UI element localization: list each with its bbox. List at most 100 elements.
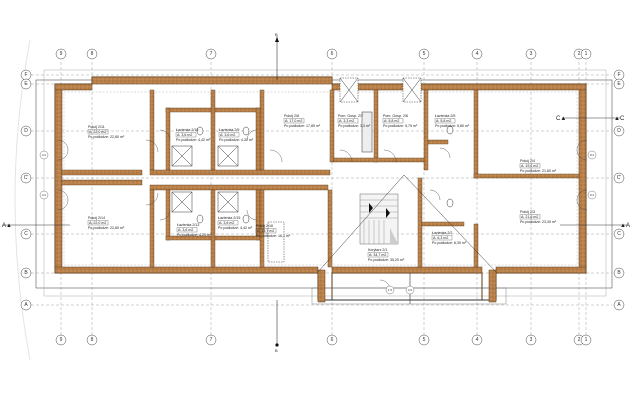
section-a-left: A▲ [2,223,12,229]
grid-bubble-row-C': C' [613,172,625,184]
svg-text:Pom. Gosp. 2/7: Pom. Gosp. 2/7 [338,114,363,118]
section-c-right: ▲C [614,116,625,122]
svg-text:F: F [617,72,620,78]
svg-text:6: 6 [331,337,334,343]
svg-text:Łazienka 2/2: Łazienka 2/2 [432,231,452,235]
svg-text:A: A [24,302,28,308]
grid-bubble-row-E: E [613,78,625,90]
svg-text:A: 5,8 m2: A: 5,8 m2 [384,119,399,123]
grid-bubble-row-A: A [20,299,32,311]
grid-bubble-row-D: D [20,125,32,137]
svg-text:Łazienka 2/10: Łazienka 2/10 [176,128,198,132]
svg-text:B: B [24,270,28,276]
grid-bubble-row-E: E [20,78,32,90]
svg-text:Po podłodze: 5,79 m²: Po podłodze: 5,79 m² [383,124,418,128]
grid-bubble-col-1: 1 [580,334,592,346]
svg-text:9: 9 [60,337,63,343]
grid-bubble-col-4: 4 [471,48,483,60]
svg-text:E: E [24,81,28,87]
svg-text:A: A [617,302,621,308]
svg-text:3: 3 [530,337,533,343]
svg-text:A: 3,6 m2: A: 3,6 m2 [178,228,193,232]
svg-text:Korytarz 2/1: Korytarz 2/1 [368,248,387,252]
exterior-walls [54,76,587,305]
svg-text:Pokój 2/4: Pokój 2/4 [520,159,535,163]
window-tag: 4.5 [405,285,415,295]
grid-bubble-row-C: C [20,228,32,240]
svg-text:Łazienka 2/9: Łazienka 2/9 [219,128,239,132]
svg-text:A: 6,3 m2: A: 6,3 m2 [433,236,448,240]
svg-text:A: 3,6 m2: A: 3,6 m2 [220,133,235,137]
svg-text:1: 1 [585,337,588,343]
svg-text:D: D [617,128,621,134]
svg-text:Pokój 2/16: Pokój 2/16 [256,224,273,228]
svg-text:Łazienka 2/15: Łazienka 2/15 [218,216,240,220]
svg-text:Pokój 2/11: Pokój 2/11 [88,125,105,129]
svg-text:A: 19,6 m2: A: 19,6 m2 [521,164,538,168]
grid-bubble-row-C': C' [20,172,32,184]
interior-walls [61,89,580,268]
svg-text:6: 6 [331,51,334,57]
svg-text:9: 9 [60,51,63,57]
svg-text:O1: O1 [42,153,46,157]
window-tag: O1 [587,190,597,200]
svg-text:Po podłodze: 17,89 m²: Po podłodze: 17,89 m² [284,124,321,128]
svg-text:Po podłodze: 22,80 m²: Po podłodze: 22,80 m² [88,135,125,139]
grid-bubble-col-4: 4 [471,334,483,346]
svg-text:Po podłodze: 21,60 m²: Po podłodze: 21,60 m² [520,169,557,173]
svg-text:F: F [24,72,27,78]
grid-bubble-col-1: 1 [580,48,592,60]
svg-text:A: 21,6 m2: A: 21,6 m2 [521,215,538,219]
svg-text:Łazienka 2/5: Łazienka 2/5 [435,114,455,118]
svg-text:Po podłodze: 6,30 m²: Po podłodze: 6,30 m² [432,241,467,245]
svg-text:4: 4 [476,51,479,57]
finish-lines [63,91,578,266]
grid-bubble-col-6: 6 [326,334,338,346]
grid-bubble-col-3: 3 [525,334,537,346]
window-tag: 1.5 [385,285,395,295]
svg-text:2: 2 [578,51,581,57]
svg-text:Pom. Gosp. 2/6: Pom. Gosp. 2/6 [383,114,408,118]
svg-text:Po podłodze: 23,30 m²: Po podłodze: 23,30 m² [520,220,557,224]
svg-text:D: D [24,128,28,134]
svg-text:Po podłodze: 22,80 m²: Po podłodze: 22,80 m² [88,226,125,230]
svg-text:1: 1 [585,51,588,57]
window-tag: O1 [39,190,49,200]
section-markers: A▲ ▲A C▲ ▲C B B [2,32,630,353]
svg-text:E: E [617,81,621,87]
grid-bubble-row-F: F [613,69,625,81]
svg-text:A: 3,3 m2: A: 3,3 m2 [339,119,354,123]
svg-text:7: 7 [210,337,213,343]
grid-bubble-col-7: 7 [205,334,217,346]
svg-text:A: 3,6 m2: A: 3,6 m2 [219,221,234,225]
svg-text:C: C [24,231,28,237]
svg-text:A: 22,0 m2: A: 22,0 m2 [89,130,106,134]
svg-text:3: 3 [530,51,533,57]
grid-bubble-col-3: 3 [525,48,537,60]
window-tag: O1 [587,150,597,160]
svg-text:4: 4 [476,337,479,343]
grid-bubble-col-5: 5 [418,48,430,60]
svg-text:C': C' [617,175,622,181]
grid-bubble-row-B: B [613,267,625,279]
svg-text:A: 17,0 m2: A: 17,0 m2 [285,119,302,123]
svg-text:4.5: 4.5 [408,288,413,292]
grid-bubble-row-D: D [613,125,625,137]
grid-bubble-col-9: 9 [55,48,67,60]
svg-text:Po podłodze: 35,20 m²: Po podłodze: 35,20 m² [368,258,405,262]
